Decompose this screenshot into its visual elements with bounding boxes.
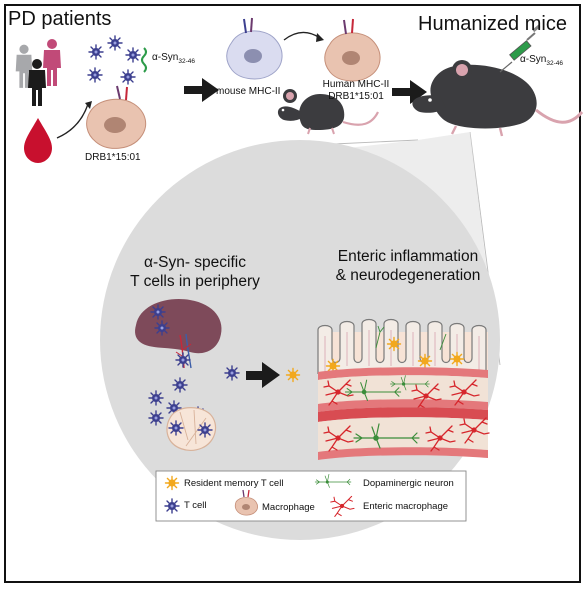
arrow-to-gut xyxy=(246,362,280,388)
peptide-label: α-Syn32-46 xyxy=(152,52,195,65)
allele-label: DRB1*15:01 xyxy=(85,152,141,163)
lymph-t-cell xyxy=(168,420,184,436)
resident-memory-t-cell xyxy=(285,367,301,383)
patients-group-icon xyxy=(15,39,61,106)
legend-rmt-label: Resident memory T cell xyxy=(184,478,284,489)
legend-tcell-icon xyxy=(164,498,180,514)
arrow-to-humanized xyxy=(392,80,427,104)
swap-arrow-icon xyxy=(283,31,321,41)
legend-macrophage-label: Macrophage xyxy=(262,502,315,513)
villi-neurons xyxy=(375,325,447,351)
small-mouse-icon xyxy=(277,89,379,135)
left-title: PD patients xyxy=(8,8,112,30)
peptide-icon xyxy=(141,47,147,73)
human-mhc-cell-icon xyxy=(324,18,381,82)
legend-tcell-label: T cell xyxy=(184,500,207,511)
lymph-node-icon xyxy=(166,407,217,451)
right-title: Humanized mice xyxy=(418,13,567,35)
muscle-layer-upper xyxy=(318,367,488,412)
t-cell-cluster-top xyxy=(87,35,141,85)
legend-enteric-mac-label: Enteric macrophage xyxy=(363,501,449,512)
legend-macrophage-icon xyxy=(234,489,258,516)
legend-box xyxy=(155,470,467,522)
legend-rmt-icon xyxy=(164,475,180,491)
enteric-heading: Enteric inflammation& neurodegeneration xyxy=(335,248,481,284)
patient-macrophage-icon xyxy=(86,85,147,149)
syringe-icon xyxy=(499,24,541,73)
muscle-layer-lower xyxy=(318,417,488,460)
curved-arrow-icon xyxy=(56,103,89,139)
humanized-mouse-icon xyxy=(412,60,584,137)
mouse-mhc-label: mouse MHC-II xyxy=(216,86,281,97)
mouse-mhc-cell-icon xyxy=(226,17,283,80)
muscle-band xyxy=(318,407,488,422)
legend-neuron-label: Dopaminergic neuron xyxy=(363,478,454,489)
blood-drop-icon xyxy=(24,118,52,163)
lymph-t-cell xyxy=(197,422,213,438)
injection-label: α-Syn32-46 xyxy=(520,54,563,67)
arrow-to-mouse-mhc xyxy=(184,78,219,102)
